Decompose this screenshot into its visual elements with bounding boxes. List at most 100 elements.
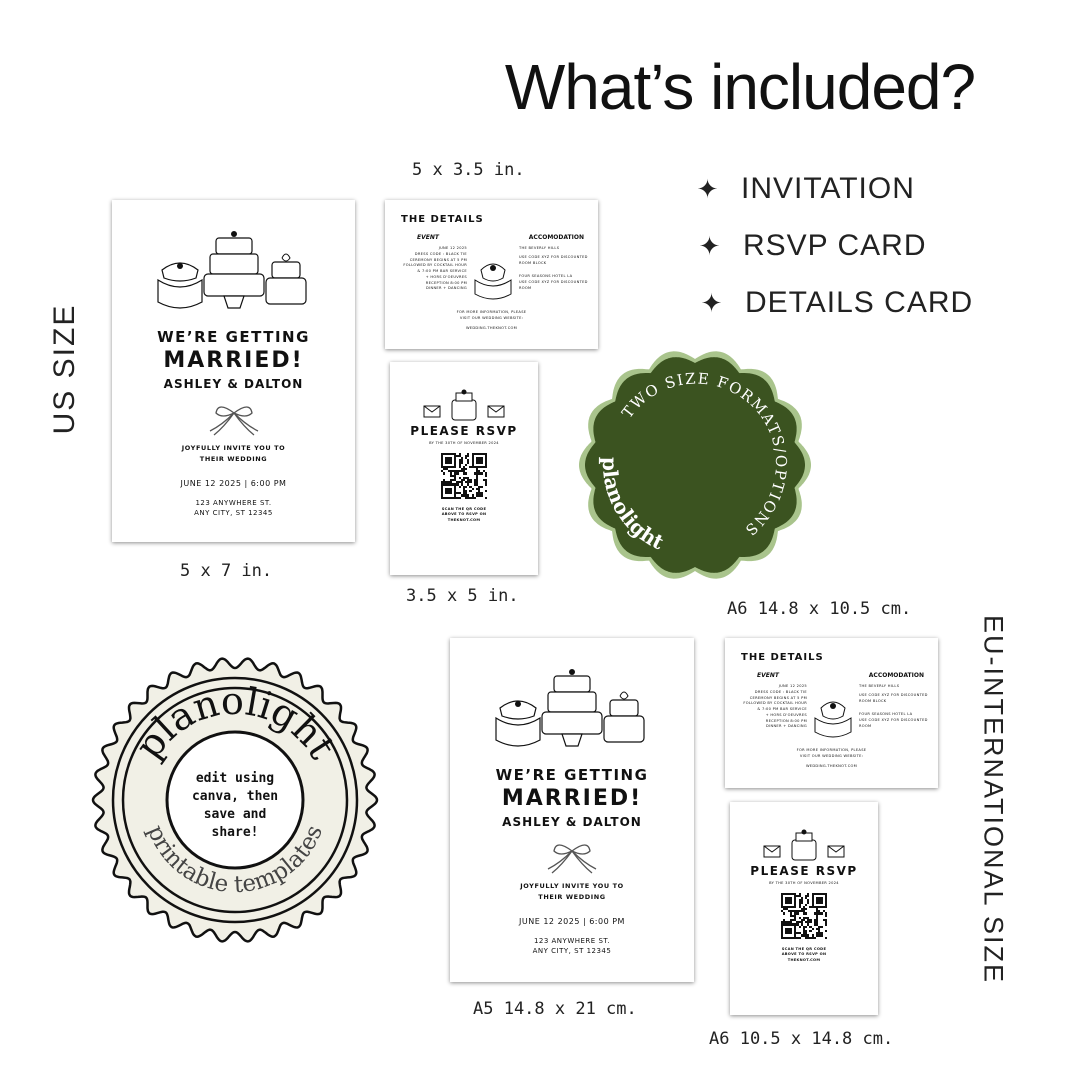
qr-module: [476, 479, 479, 482]
qr-module: [800, 908, 803, 911]
qr-module: [787, 908, 790, 911]
qr-module: [445, 459, 448, 462]
qr-module: [480, 494, 483, 497]
qr-module: [818, 897, 821, 900]
qr-module: [467, 479, 470, 482]
address-line: ANY CITY, ST 12345: [532, 947, 612, 955]
qr-module: [822, 927, 825, 930]
list-item-label: INVITATION: [741, 172, 915, 205]
qr-module: [781, 899, 784, 902]
qr-module: [484, 463, 487, 466]
qr-module: [467, 481, 470, 484]
qr-module: [809, 932, 812, 935]
qr-module: [480, 463, 483, 466]
qr-module: [785, 908, 788, 911]
invitation-married: MARRIED!: [163, 348, 304, 373]
qr-module: [460, 489, 463, 493]
invitation-names: ASHLEY & DALTON: [163, 377, 304, 391]
qr-module: [441, 485, 444, 488]
qr-module: [473, 457, 476, 460]
qr-module: [800, 910, 803, 913]
qr-module: [478, 470, 481, 473]
qr-module: [478, 479, 481, 482]
qr-module: [449, 459, 452, 462]
qr-module: [813, 908, 816, 911]
qr-module: [805, 919, 808, 922]
qr-module: [822, 901, 825, 904]
qr-module: [822, 919, 825, 922]
qr-module: [484, 457, 487, 460]
accommodation-lines: THE BEVERLY HILLS USE CODE XYZ FOR DISCO…: [859, 684, 931, 730]
qr-module: [818, 905, 821, 909]
qr-module: [445, 461, 448, 464]
us-details-card: THE DETAILS EVENT ACCOMODATION JUNE 12 2…: [385, 200, 598, 349]
qr-module: [816, 921, 819, 924]
qr-module: [469, 472, 472, 475]
instruction-line: THEKNOT.COM: [787, 958, 821, 963]
qr-module: [447, 463, 450, 466]
qr-module: [458, 489, 461, 493]
qr-module: [469, 483, 472, 486]
qr-module: [796, 923, 799, 926]
qr-module: [441, 452, 444, 455]
qr-module: [447, 465, 450, 469]
qr-module: [809, 894, 812, 898]
qr-module: [824, 897, 827, 900]
qr-module: [458, 483, 461, 486]
qr-module: [787, 916, 790, 919]
qr-module: [802, 892, 806, 895]
qr-module: [811, 925, 814, 928]
rsvp-instructions: SCAN THE QR CODE ABOVE TO RSVP ON THEKNO…: [390, 507, 538, 524]
eu-details-card: THE DETAILS EVENT ACCOMODATION JUNE 12 2…: [725, 638, 938, 788]
qr-module: [809, 919, 812, 922]
qr-module: [813, 934, 816, 937]
qr-module: [798, 894, 801, 898]
qr-module: [445, 485, 448, 488]
qr-module: [794, 910, 797, 913]
qr-module: [471, 492, 474, 495]
qr-module: [822, 914, 825, 917]
qr-module: [798, 932, 801, 935]
qr-module: [796, 894, 799, 898]
qr-module: [809, 936, 812, 939]
qr-module: [476, 481, 479, 484]
qr-module: [798, 914, 801, 917]
qr-module: [449, 468, 452, 471]
qr-module: [809, 905, 812, 909]
qr-module: [484, 487, 487, 490]
qr-module: [781, 905, 784, 909]
rsvp-deadline: BY THE 30TH OF NOVEMBER 2024: [429, 441, 499, 445]
qr-module: [818, 914, 821, 917]
qr-module: [798, 923, 801, 926]
qr-module: [809, 908, 812, 911]
qr-module: [454, 485, 457, 488]
qr-module: [456, 487, 459, 490]
qr-code[interactable]: [781, 892, 827, 939]
qr-module: [449, 487, 452, 490]
qr-module: [467, 474, 470, 477]
sparkle-star-icon: ✦: [698, 230, 722, 261]
qr-module: [785, 923, 788, 926]
qr-module: [791, 903, 795, 906]
instruction-line: THEKNOT.COM: [447, 518, 481, 523]
qr-module: [443, 492, 446, 495]
qr-module: [807, 903, 810, 906]
qr-module: [456, 461, 459, 464]
qr-module: [789, 908, 792, 911]
qr-module: [822, 925, 825, 928]
qr-module: [783, 936, 786, 939]
qr-module: [469, 476, 472, 479]
qr-module: [781, 916, 784, 919]
qr-module: [805, 925, 808, 928]
qr-module: [818, 936, 821, 939]
qr-module: [449, 463, 452, 466]
qr-module: [791, 897, 795, 900]
qr-code[interactable]: [441, 452, 487, 499]
qr-module: [794, 936, 797, 939]
qr-module: [476, 470, 479, 473]
qr-module: [467, 483, 470, 486]
qr-module: [451, 454, 455, 458]
qr-module: [816, 934, 819, 937]
qr-module: [462, 463, 466, 466]
qr-module: [456, 468, 459, 471]
